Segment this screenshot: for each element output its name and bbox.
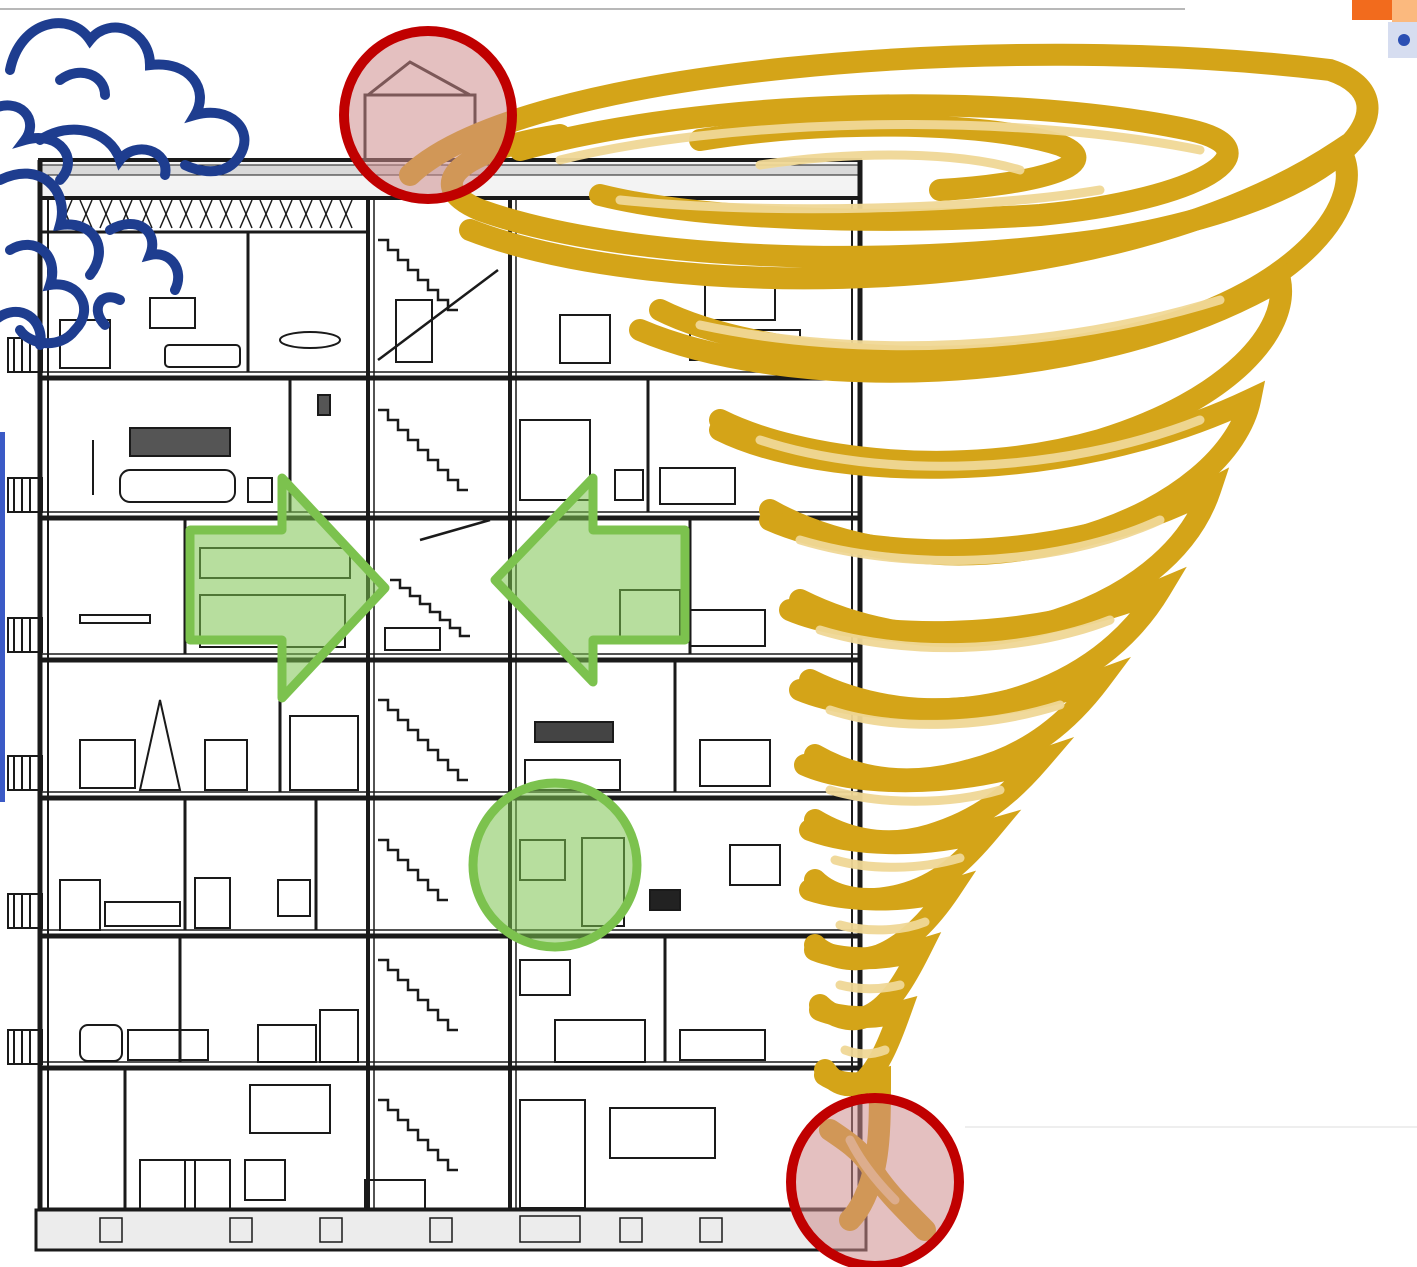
storm-cloud-icon bbox=[0, 18, 250, 350]
corner-logo-icon bbox=[1352, 0, 1417, 60]
arrow-left-icon bbox=[490, 473, 690, 687]
balconies bbox=[7, 337, 43, 1065]
side-panel-edge bbox=[0, 432, 5, 802]
floor-slabs bbox=[40, 375, 860, 1213]
foundation-bricks bbox=[99, 1215, 723, 1243]
top-divider bbox=[0, 0, 1185, 10]
danger-marker-roof bbox=[339, 26, 517, 204]
arrow-right-icon bbox=[185, 473, 390, 703]
danger-marker-ground bbox=[786, 1093, 964, 1267]
danger-zone-marker-icon bbox=[339, 26, 964, 1267]
building-cross-section-icon bbox=[7, 60, 868, 1252]
safe-room-highlight-icon bbox=[468, 778, 642, 952]
staircase-lines bbox=[377, 238, 499, 1172]
furniture-sketches bbox=[59, 269, 801, 1211]
